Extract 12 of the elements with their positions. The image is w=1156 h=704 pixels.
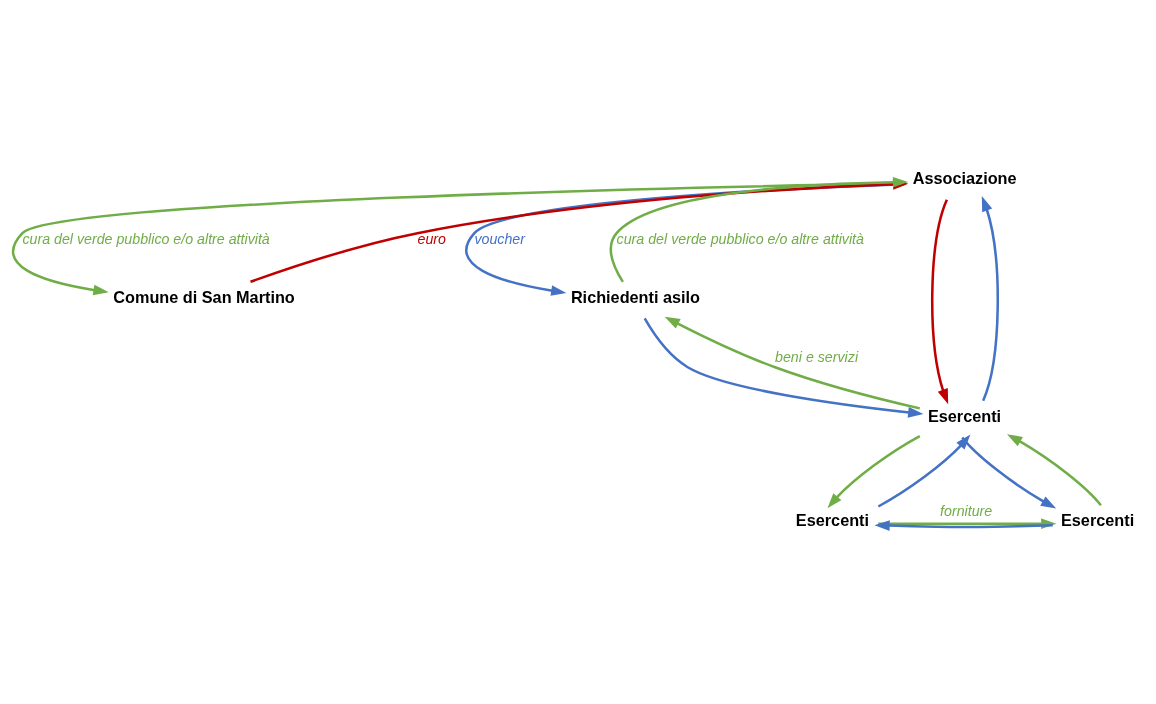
node-text: Esercenti	[1060, 511, 1135, 529]
edge-label: euro	[417, 230, 446, 247]
edge-label: voucher	[474, 230, 525, 247]
node-text: Esercenti	[927, 406, 1002, 425]
edge-label: forniture	[940, 502, 993, 519]
node-text: Richiedenti asilo	[570, 287, 701, 306]
edge-label: cura del verde pubblico e/o altre attività	[22, 230, 270, 247]
node-text: Associazione	[912, 168, 1017, 187]
edge-label: beni e servizi	[775, 348, 859, 365]
node-text: Comune di San Martino	[113, 287, 295, 306]
edge-label: cura del verde pubblico e/o altre attività	[616, 230, 865, 247]
node-text: Esercenti	[795, 511, 870, 529]
